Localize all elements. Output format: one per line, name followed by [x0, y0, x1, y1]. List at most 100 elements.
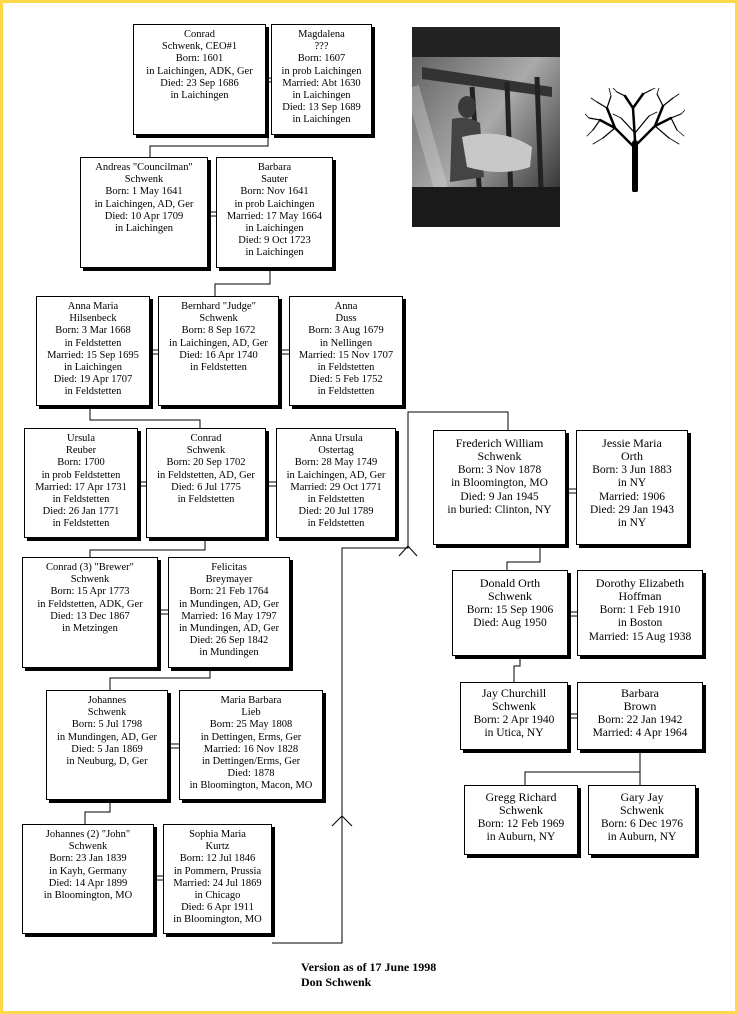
person-detail: in Dettingen, Erms, Ger: [200, 731, 302, 743]
person-detail: in Feldstetten: [190, 362, 247, 374]
person-conrad-1601[interactable]: Conrad Schwenk, CEO#1 Born: 1601 in Laic…: [133, 24, 266, 135]
person-surname: Schwenk: [68, 841, 108, 853]
person-johannes[interactable]: Johannes Schwenk Born: 5 Jul 1798 in Mun…: [46, 690, 168, 800]
person-name: Anna Ursula: [309, 433, 363, 444]
person-detail: Died: 13 Dec 1867: [50, 610, 130, 622]
person-name: Johannes: [87, 695, 127, 706]
person-felicitas[interactable]: Felicitas Breymayer Born: 21 Feb 1764 in…: [168, 557, 290, 668]
person-barbara-sauter[interactable]: Barbara Sauter Born: Nov 1641 in prob La…: [216, 157, 333, 268]
person-detail: in Feldstetten, ADK, Ger: [37, 598, 143, 610]
person-detail: Born: 12 Jul 1846: [179, 853, 256, 865]
person-donald[interactable]: Donald Orth Schwenk Born: 15 Sep 1906 Di…: [452, 570, 568, 656]
person-detail: in Bloomington, MO: [43, 890, 133, 902]
person-surname: Schwenk: [477, 449, 522, 464]
person-detail: in prob Laichingen: [234, 198, 315, 210]
person-detail: in prob Feldstetten: [41, 469, 121, 481]
person-detail: in Feldstetten: [177, 494, 235, 506]
person-andreas[interactable]: Andreas "Councilman" Schwenk Born: 1 May…: [80, 157, 208, 268]
person-detail: in Auburn, NY: [607, 831, 677, 844]
person-surname: Sauter: [261, 174, 288, 186]
person-sophia[interactable]: Sophia Maria Kurtz Born: 12 Jul 1846 in …: [163, 824, 272, 934]
person-detail: Married: 16 May 1797: [181, 610, 277, 622]
person-detail: in Feldstetten: [52, 518, 110, 530]
person-detail: in Boston: [617, 617, 663, 630]
person-detail: in Pommern, Prussia: [173, 865, 262, 877]
person-detail: in Laichingen: [63, 362, 123, 374]
person-detail: Died: 23 Sep 1686: [160, 77, 239, 89]
person-detail: Born: 6 Dec 1976: [600, 817, 684, 830]
person-detail: Born: 23 Jan 1839: [49, 853, 127, 865]
person-detail: in Feldstetten: [307, 518, 365, 530]
person-surname: Schwenk, CEO#1: [161, 41, 238, 53]
person-detail: in NY: [617, 477, 647, 490]
person-magdalena[interactable]: Magdalena ??? Born: 1607 in prob Laichin…: [271, 24, 372, 135]
person-detail: in Laichingen: [245, 247, 304, 259]
person-bernhard[interactable]: Bernhard "Judge" Schwenk Born: 8 Sep 167…: [158, 296, 279, 406]
person-detail: Died: 20 Jul 1789: [298, 506, 374, 518]
person-jessie[interactable]: Jessie Maria Orth Born: 3 Jun 1883 in NY…: [576, 430, 688, 545]
person-detail: in Feldstetten: [64, 337, 122, 349]
person-detail: in prob Laichingen: [281, 65, 362, 77]
person-conrad-1702[interactable]: Conrad Schwenk Born: 20 Sep 1702 in Feld…: [146, 428, 266, 538]
person-detail: in Kayh, Germany: [49, 865, 127, 877]
person-maria-barbara[interactable]: Maria Barbara Lieb Born: 25 May 1808 in …: [179, 690, 323, 800]
person-anna-maria[interactable]: Anna Maria Hilsenbeck Born: 3 Mar 1668 i…: [36, 296, 150, 406]
person-johannes-john[interactable]: Johannes (2) "John" Schwenk Born: 23 Jan…: [22, 824, 154, 934]
person-barbara-brown[interactable]: Barbara Brown Born: 22 Jan 1942 Married:…: [577, 682, 703, 750]
person-detail: in Bloomington, MO: [451, 477, 548, 490]
person-surname: Schwenk: [199, 313, 238, 325]
tree-icon: [584, 87, 686, 193]
person-detail: Born: 20 Sep 1702: [166, 457, 246, 469]
person-detail: in Laichingen, AD, Ger: [286, 469, 386, 481]
version-label: Version as of 17 June 1998: [301, 960, 437, 974]
person-detail: in Feldstetten: [64, 386, 122, 398]
person-detail: Born: 1 Feb 1910: [599, 603, 681, 616]
person-detail: Died: 29 Jan 1943: [589, 504, 674, 517]
person-conrad-brewer[interactable]: Conrad (3) "Brewer" Schwenk Born: 15 Apr…: [22, 557, 158, 668]
person-anna-duss[interactable]: Anna Duss Born: 3 Aug 1679 in Nellingen …: [289, 296, 403, 406]
person-detail: Died: 9 Oct 1723: [238, 235, 311, 247]
person-detail: Died: 9 Jan 1945: [460, 490, 539, 503]
person-detail: in Laichingen: [170, 90, 229, 102]
person-detail: in Feldstetten: [317, 386, 375, 398]
person-detail: Married: 17 May 1664: [226, 210, 323, 222]
version-footer: Version as of 17 June 1998 Don Schwenk: [301, 960, 436, 990]
person-detail: Died: 1878: [227, 768, 275, 780]
person-name: Andreas "Councilman": [95, 162, 193, 173]
person-detail: Born: Nov 1641: [240, 186, 309, 198]
person-detail: Married: 16 Nov 1828: [203, 743, 299, 755]
person-surname: Schwenk: [186, 445, 226, 457]
person-anna-ursula[interactable]: Anna Ursula Ostertag Born: 28 May 1749 i…: [276, 428, 396, 538]
person-detail: Died: 13 Sep 1689: [282, 102, 361, 114]
person-detail: in Feldstetten, AD, Ger: [157, 469, 255, 481]
person-detail: in Laichingen, AD, Ger: [169, 337, 268, 349]
person-jay-churchill[interactable]: Jay Churchill Schwenk Born: 2 Apr 1940 i…: [460, 682, 568, 750]
person-gary[interactable]: Gary Jay Schwenk Born: 6 Dec 1976 in Aub…: [588, 785, 696, 855]
person-detail: Died: 14 Apr 1899: [48, 877, 128, 889]
person-detail: in Laichingen, ADK, Ger: [146, 65, 253, 77]
person-surname: Orth: [621, 449, 643, 464]
person-surname: Lieb: [241, 707, 261, 719]
person-detail: in Dettingen/Erms, Ger: [201, 756, 301, 768]
person-detail: Born: 3 Aug 1679: [308, 325, 384, 337]
person-dorothy[interactable]: Dorothy Elizabeth Hoffman Born: 1 Feb 19…: [577, 570, 703, 656]
person-ursula[interactable]: Ursula Reuber Born: 1700 in prob Feldste…: [24, 428, 138, 538]
person-detail: in Laichingen: [292, 90, 351, 102]
person-name: Ursula: [67, 433, 95, 444]
person-detail: Died: Aug 1950: [473, 617, 547, 630]
person-name: Gregg Richard: [485, 790, 557, 804]
person-name: Donald Orth: [479, 576, 541, 590]
person-name: Frederich William: [455, 436, 544, 450]
person-surname: Brown: [623, 699, 657, 714]
person-surname: Hoffman: [618, 589, 662, 604]
person-name: Sophia Maria: [189, 829, 246, 840]
person-name: Conrad (3) "Brewer": [46, 562, 134, 573]
person-name: Felicitas: [211, 562, 247, 573]
person-detail: in Nellingen: [319, 337, 373, 349]
person-detail: in Mundingen, AD, Ger: [56, 731, 158, 743]
author-label: Don Schwenk: [301, 975, 372, 989]
person-detail: Died: 6 Apr 1911: [181, 902, 254, 914]
person-detail: in Utica, NY: [484, 727, 544, 740]
person-gregg[interactable]: Gregg Richard Schwenk Born: 12 Feb 1969 …: [464, 785, 578, 855]
person-frederich[interactable]: Frederich William Schwenk Born: 3 Nov 18…: [433, 430, 566, 545]
